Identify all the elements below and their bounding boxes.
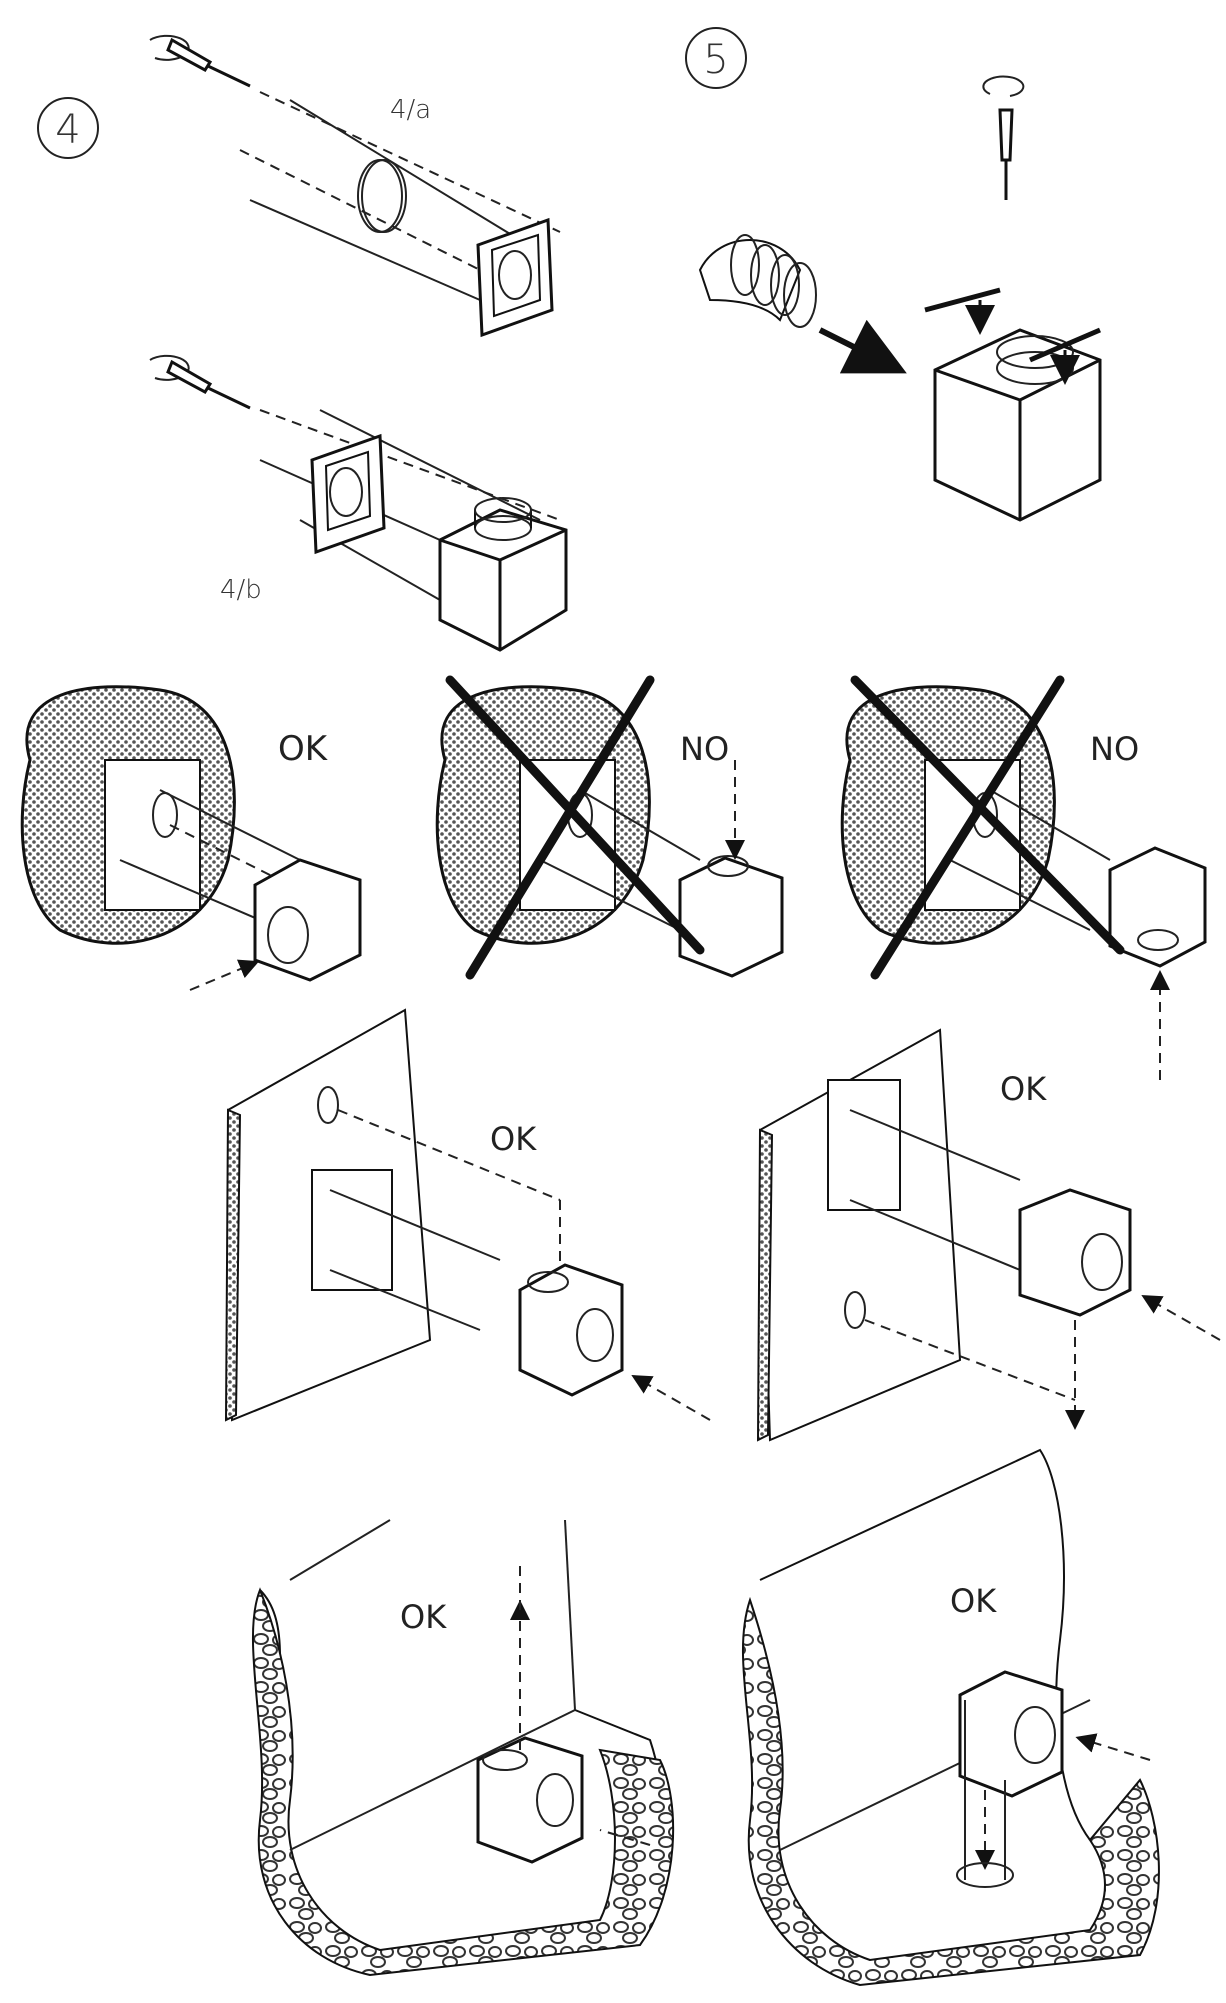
floor-panel-1: OK	[251, 1519, 675, 1977]
cross-out-icon	[445, 675, 705, 955]
direction-arrow-icon	[189, 959, 260, 991]
flange-4b	[310, 433, 386, 555]
fan-box-5	[924, 287, 1102, 522]
step-4a-label: 4/a	[390, 95, 431, 125]
step-4b-label: 4/b	[220, 575, 262, 605]
screwdriver-icon	[149, 354, 251, 410]
orientation-verdict-1: OK	[278, 729, 329, 769]
flange-4a	[476, 217, 554, 338]
floor-verdict-1: OK	[400, 1598, 447, 1636]
orientation-panel-no-2: NO	[840, 675, 1207, 1080]
rotate-arrow-icon	[149, 34, 190, 61]
step-4-number: 4	[55, 107, 80, 153]
duct-ring	[357, 159, 403, 233]
screwdriver-icon	[982, 75, 1025, 200]
step-5-badge	[685, 27, 747, 89]
step-4-group: 4 4/a 4/b	[37, 34, 568, 652]
orientation-panel-no-1: NO	[435, 675, 784, 980]
floor-verdict-2: OK	[950, 1582, 997, 1620]
wall-row: OK OK	[224, 1008, 1221, 1442]
wall-panel-1: OK	[224, 1008, 711, 1422]
direction-arrow-icon	[818, 319, 907, 374]
floor-panel-2: OK	[741, 1448, 1160, 1987]
step-5-group: 5	[685, 27, 1102, 522]
screwdriver-icon	[149, 34, 251, 88]
wall-panel-2: OK	[756, 1028, 1221, 1442]
wall-verdict-2: OK	[1000, 1070, 1047, 1108]
fan-box-4b	[438, 497, 568, 652]
wall-verdict-1: OK	[490, 1120, 537, 1158]
step-5-number: 5	[703, 37, 728, 83]
floor-row: OK OK	[251, 1448, 1160, 1987]
direction-arrow-icon	[631, 1375, 711, 1421]
step-4-badge	[37, 97, 99, 159]
flex-duct-icon	[698, 234, 817, 328]
cross-out-icon	[850, 675, 1125, 955]
orientation-verdict-3: NO	[1090, 730, 1139, 768]
orientation-verdict-2: NO	[680, 730, 729, 768]
orientation-row: OK NO NO	[20, 675, 1207, 1080]
orientation-panel-ok: OK	[20, 685, 362, 991]
